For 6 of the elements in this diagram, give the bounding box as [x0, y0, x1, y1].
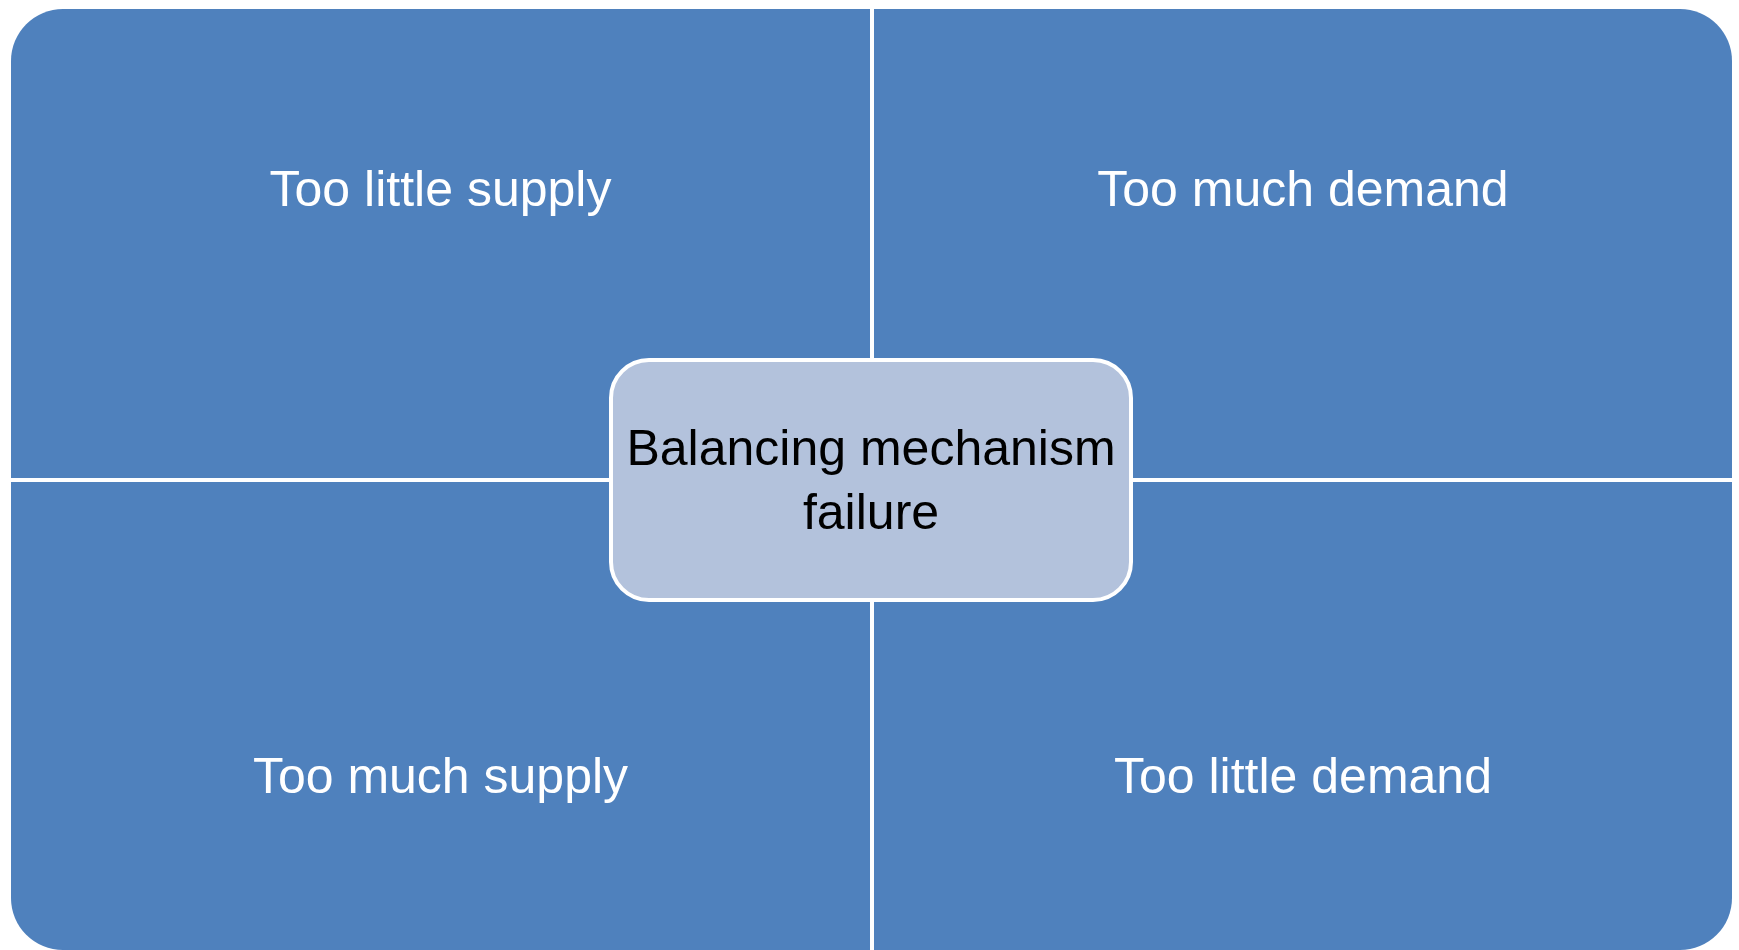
center-box — [609, 358, 1133, 602]
quadrant-label: Too much supply — [251, 747, 630, 806]
center-label: Balancing mechanism failure — [625, 419, 1117, 542]
quadrant-label: Too little supply — [268, 160, 613, 219]
quadrant-label: Too much demand — [1096, 160, 1510, 219]
quadrant-label: Too little demand — [1113, 747, 1493, 806]
